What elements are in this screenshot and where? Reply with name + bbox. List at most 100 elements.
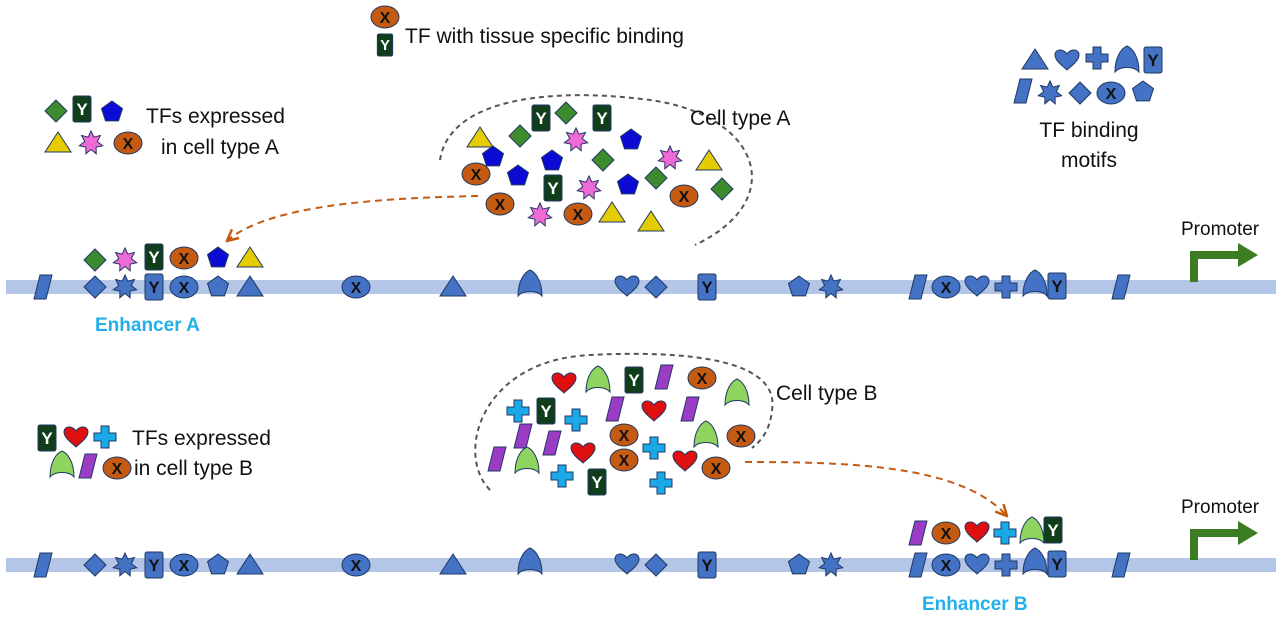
svg-text:Y: Y — [1147, 51, 1159, 70]
svg-text:Y: Y — [591, 473, 603, 492]
cross-icon — [642, 436, 666, 460]
para-icon — [33, 552, 53, 578]
ybox-icon: Y — [1143, 46, 1163, 74]
para-icon — [487, 446, 507, 472]
pentagon-icon — [619, 128, 643, 150]
heart-icon — [570, 442, 596, 464]
triangle-icon — [439, 553, 467, 575]
legend-motifs-line2: motifs — [1061, 149, 1117, 172]
heart-icon — [551, 372, 577, 394]
ybox-icon: Y — [1047, 550, 1067, 578]
cross-icon — [994, 553, 1018, 577]
svg-text:X: X — [179, 558, 190, 575]
svg-text:X: X — [941, 558, 952, 575]
svg-text:Y: Y — [540, 402, 552, 421]
heart-icon — [964, 553, 990, 575]
arch-icon — [1019, 516, 1045, 545]
svg-text:X: X — [495, 197, 506, 214]
xell-icon: X — [102, 456, 132, 480]
ybox-icon: Y — [543, 174, 563, 202]
cell-type-a-label: Cell type A — [690, 107, 790, 130]
svg-text:Y: Y — [148, 278, 160, 297]
xell-icon: X — [563, 202, 593, 226]
svg-text:X: X — [351, 280, 362, 297]
svg-text:X: X — [179, 251, 190, 268]
legend-cell-a-line1: TFs expressed — [146, 105, 285, 128]
svg-text:X: X — [351, 558, 362, 575]
promoter-label-a: Promoter — [1181, 219, 1260, 240]
xell-icon: X — [485, 192, 515, 216]
para-icon — [1013, 78, 1033, 104]
pentagon-icon — [1131, 80, 1155, 102]
cell-type-a-outline — [439, 94, 753, 246]
triangle-icon — [1021, 48, 1049, 70]
legend-tissue-specific-label: TF with tissue specific binding — [405, 25, 684, 48]
xell-icon: X — [931, 275, 961, 299]
xell-icon: X — [726, 424, 756, 448]
star-icon — [563, 126, 589, 152]
svg-text:Y: Y — [148, 556, 160, 575]
ybox-icon: Y — [624, 366, 644, 394]
para-icon — [908, 520, 928, 546]
diamond-icon — [644, 166, 668, 190]
svg-text:X: X — [471, 167, 482, 184]
ybox-icon: Y — [531, 104, 551, 132]
arch-icon — [1114, 45, 1140, 74]
xell-icon: X — [341, 553, 371, 577]
xell-icon: X — [461, 162, 491, 186]
triangle-icon — [695, 149, 723, 171]
svg-text:X: X — [112, 461, 123, 478]
star-icon — [657, 144, 683, 170]
star-icon — [78, 129, 104, 155]
ybox-icon: Y — [37, 424, 57, 452]
svg-text:X: X — [1106, 86, 1117, 103]
arch-icon — [585, 365, 611, 394]
svg-text:Y: Y — [535, 109, 547, 128]
triangle-icon — [236, 275, 264, 297]
ybox-icon: Y — [1047, 272, 1067, 300]
star-icon — [818, 273, 844, 299]
heart-icon — [63, 426, 89, 448]
pentagon-icon — [206, 553, 230, 575]
arch-icon — [49, 450, 75, 479]
legend-motifs-line1: TF binding — [1039, 119, 1138, 142]
diamond-icon — [644, 553, 668, 577]
svg-text:Y: Y — [547, 179, 559, 198]
svg-text:X: X — [619, 428, 630, 445]
xell-icon: X — [609, 448, 639, 472]
ybox-icon: Y — [697, 551, 717, 579]
svg-text:X: X — [380, 10, 391, 27]
para-icon — [908, 274, 928, 300]
svg-text:Y: Y — [380, 38, 390, 54]
cross-icon — [564, 408, 588, 432]
pentagon-icon — [206, 275, 230, 297]
svg-text:X: X — [573, 207, 584, 224]
cell-type-b-outline — [474, 352, 774, 491]
svg-text:X: X — [941, 526, 952, 543]
ybox-icon: Y — [587, 468, 607, 496]
svg-text:Y: Y — [41, 429, 53, 448]
xell-icon: X — [1096, 81, 1126, 105]
pentagon-icon — [100, 100, 124, 122]
svg-text:X: X — [941, 280, 952, 297]
arch-icon — [517, 547, 543, 576]
para-icon — [78, 453, 98, 479]
xell-icon: X — [609, 423, 639, 447]
xell-icon: X — [370, 5, 400, 29]
heart-icon — [964, 521, 990, 543]
ybox-icon: Y — [144, 273, 164, 301]
cross-icon — [649, 471, 673, 495]
xell-icon: X — [113, 131, 143, 155]
pentagon-icon — [787, 275, 811, 297]
triangle-icon — [466, 126, 494, 148]
triangle-icon — [637, 210, 665, 232]
legend-cell-b-line2: in cell type B — [134, 457, 253, 480]
pentagon-icon — [540, 149, 564, 171]
ybox-icon: Y — [144, 243, 164, 271]
arch-icon — [693, 420, 719, 449]
svg-text:Y: Y — [1051, 277, 1063, 296]
svg-text:X: X — [711, 461, 722, 478]
svg-text:Y: Y — [1051, 555, 1063, 574]
